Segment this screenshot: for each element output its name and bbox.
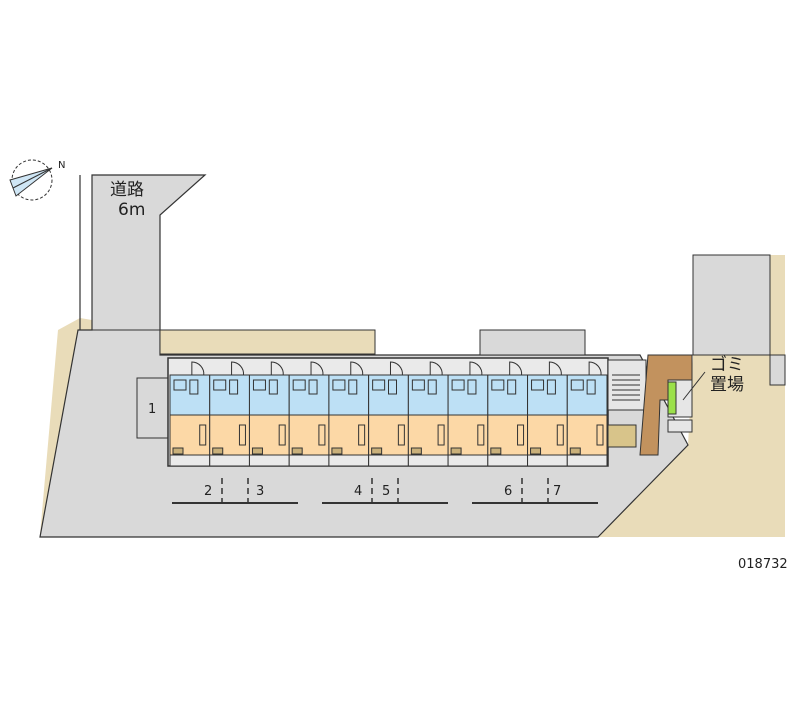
planting xyxy=(667,381,677,415)
parking-label: 4 xyxy=(354,484,362,499)
apartment-unit xyxy=(288,361,330,467)
adjacent-structure xyxy=(479,329,586,356)
apartment-unit xyxy=(566,361,608,467)
parking-label: 1 xyxy=(148,402,156,417)
parking-label: 3 xyxy=(256,484,264,499)
parking-label: 5 xyxy=(382,484,390,499)
road-label: 道路 xyxy=(110,180,144,200)
apartment-unit xyxy=(527,361,568,467)
garbage-label: ゴミ xyxy=(710,354,744,375)
parking-label: 2 xyxy=(204,484,212,499)
parking-space-1 xyxy=(136,377,169,439)
road-width-label: 6m xyxy=(118,200,145,220)
svg-text:N: N xyxy=(58,160,65,171)
garbage-label-2: 置場 xyxy=(710,375,744,395)
apartment-unit xyxy=(209,361,250,467)
apartment-unit xyxy=(407,361,449,467)
garbage-leader-line xyxy=(682,371,706,401)
neighbor-lot xyxy=(692,254,786,386)
compass-icon: N xyxy=(9,159,65,201)
apartment-unit xyxy=(248,361,290,467)
apartment-unit xyxy=(447,361,489,467)
apartment-unit xyxy=(328,361,370,467)
apartment-unit xyxy=(368,361,409,467)
apartment-unit xyxy=(169,361,211,467)
property-id: 018732 xyxy=(738,557,788,572)
bike-area xyxy=(607,424,637,448)
planting-strip xyxy=(159,329,376,355)
parking-area xyxy=(39,174,689,538)
apartment-unit xyxy=(487,361,529,467)
parking-label: 7 xyxy=(553,484,561,499)
parking-label: 6 xyxy=(504,484,512,499)
